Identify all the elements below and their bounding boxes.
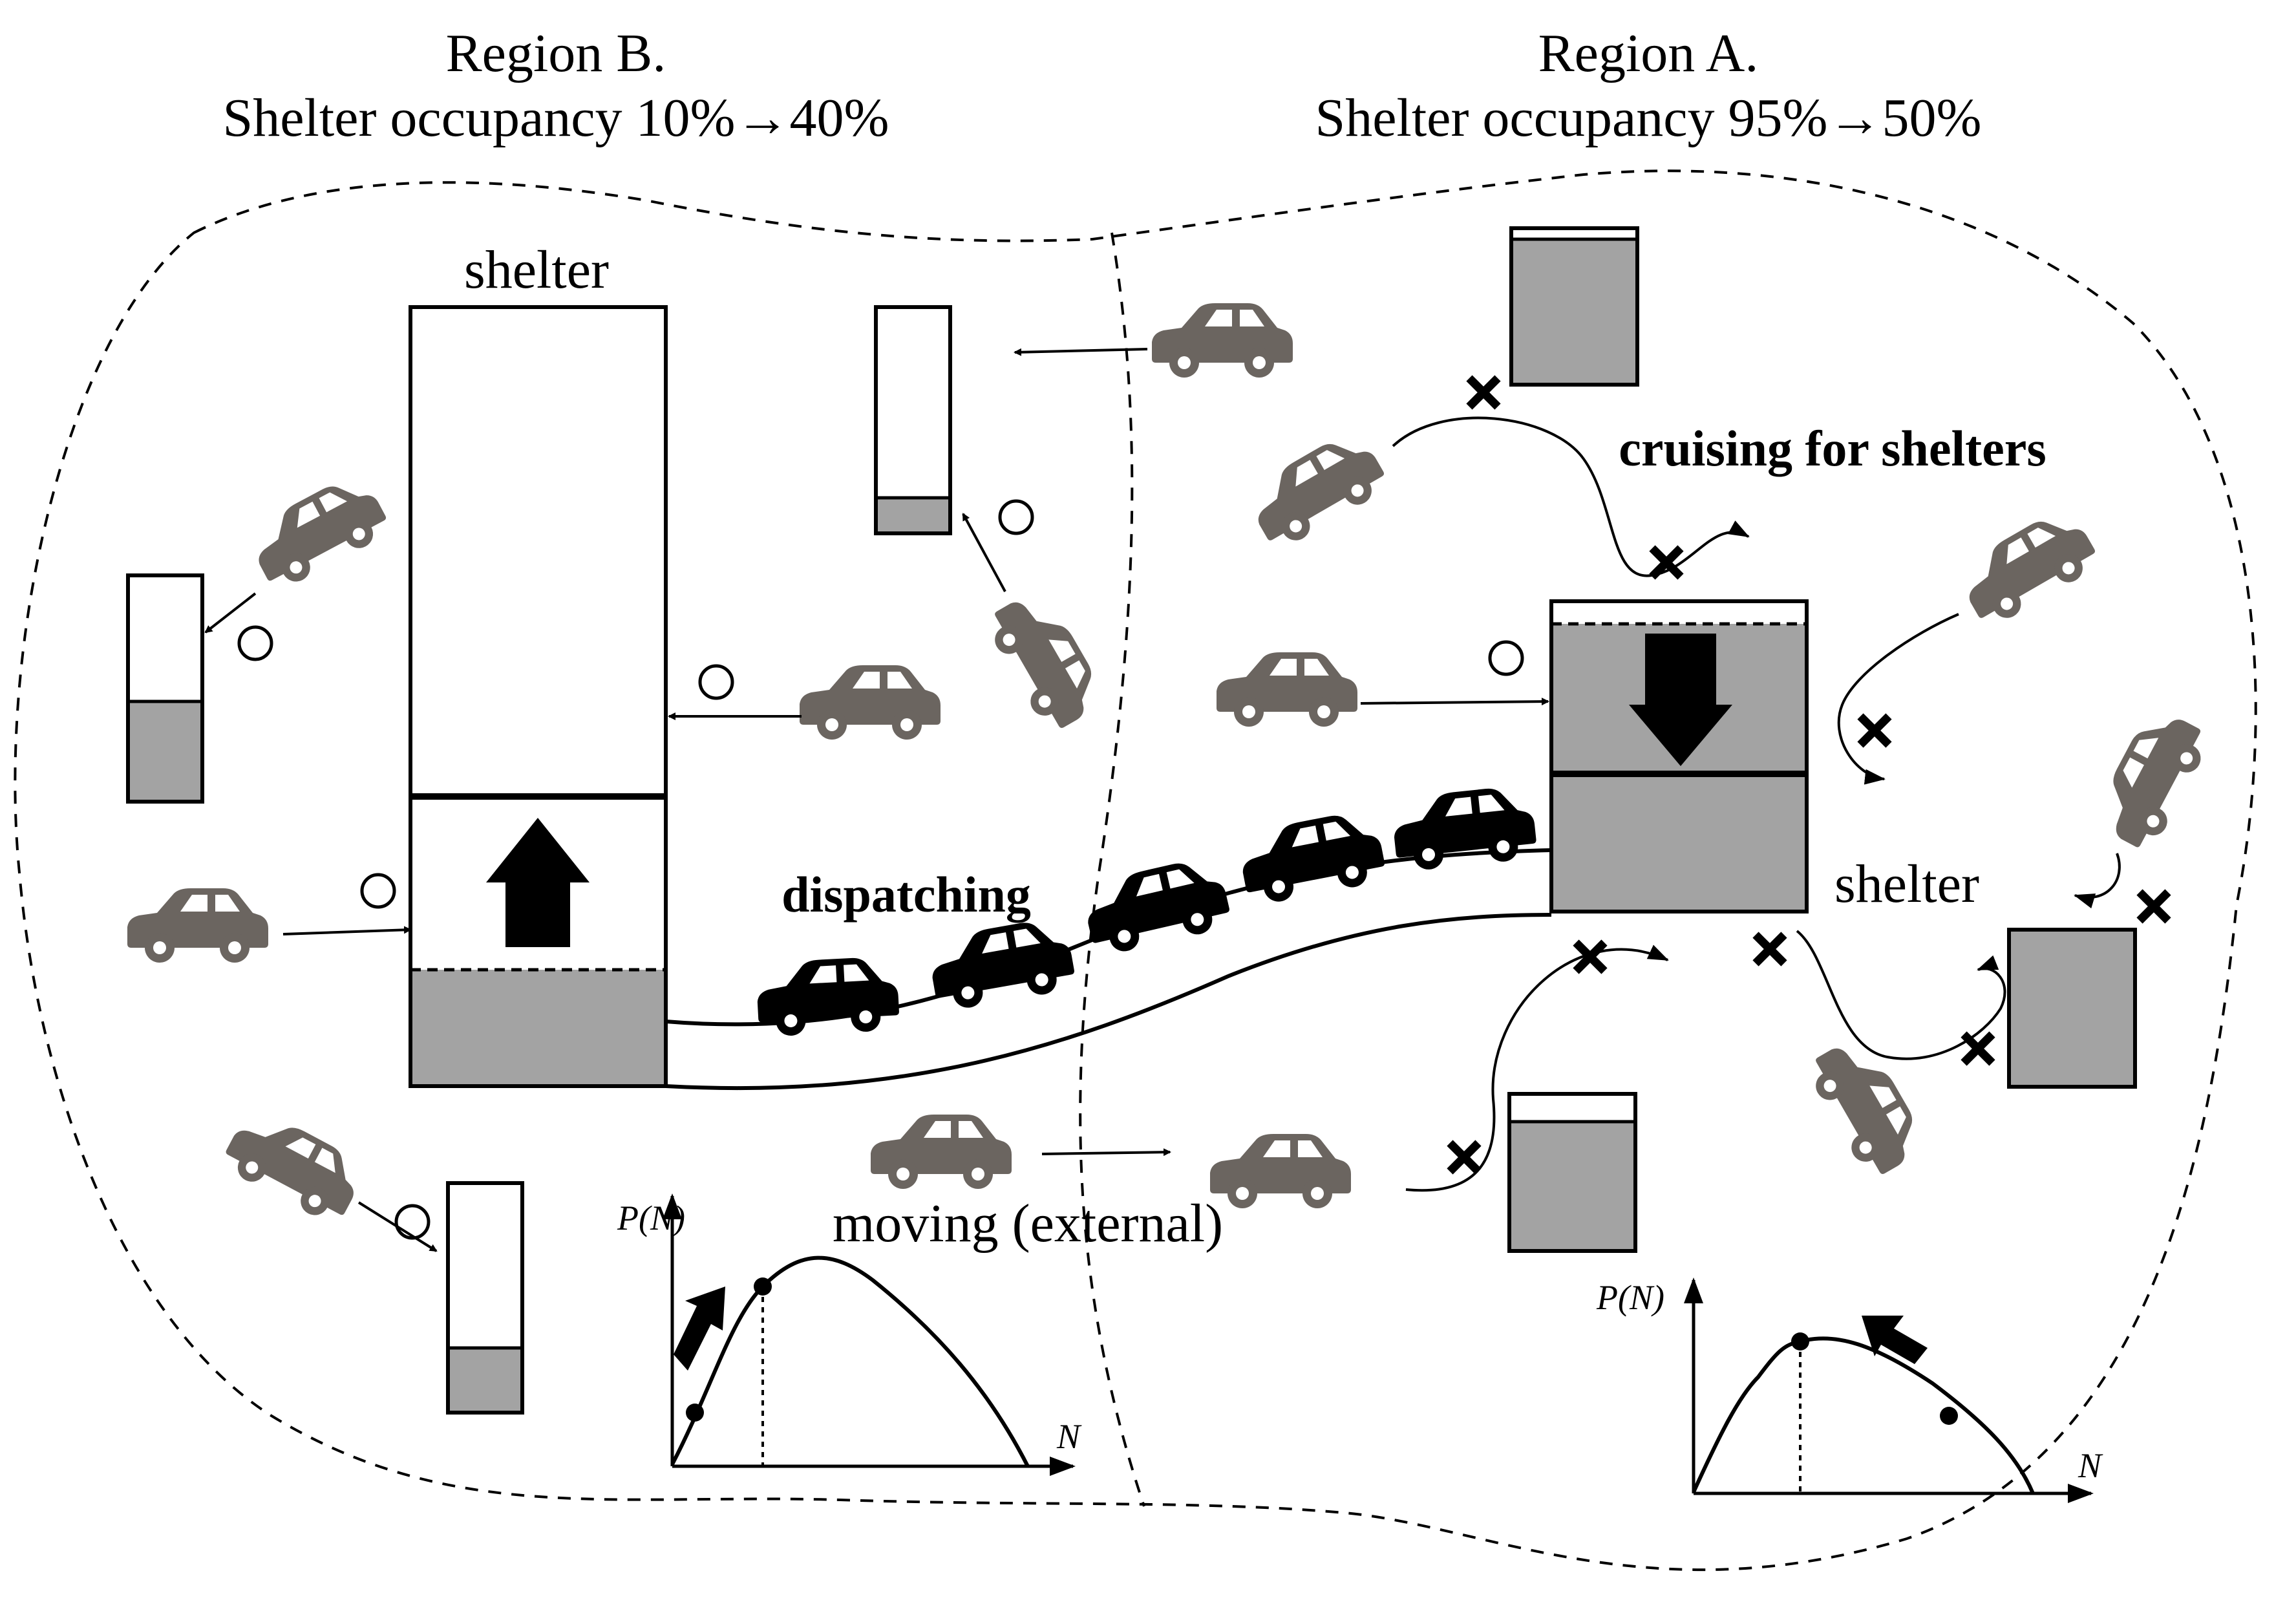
graph-b-ylabel: P(N) bbox=[617, 1199, 685, 1237]
small-shelter bbox=[2007, 928, 2137, 1089]
car-icon bbox=[1951, 503, 2103, 632]
circle-icon bbox=[237, 625, 273, 661]
shelter-a-label: shelter bbox=[1834, 854, 1979, 914]
region-b-occupancy: Shelter occupancy 10%→40% bbox=[222, 88, 889, 148]
small-shelter bbox=[874, 305, 952, 535]
arrow-up-right-icon bbox=[674, 1287, 725, 1371]
moving-label: moving (external) bbox=[833, 1193, 1223, 1254]
car-icon bbox=[871, 1115, 1012, 1189]
car-icon bbox=[2089, 703, 2215, 855]
circle-icon bbox=[394, 1204, 430, 1240]
car-icon bbox=[800, 665, 941, 740]
cruising-label: cruising for shelters bbox=[1619, 420, 2046, 476]
circle-icon bbox=[1488, 640, 1524, 676]
car-icon bbox=[1079, 853, 1234, 959]
cross-icon bbox=[1964, 1034, 1992, 1063]
circle-icon bbox=[698, 664, 734, 700]
cross-icon bbox=[1469, 378, 1498, 407]
car-icon bbox=[926, 915, 1078, 1014]
region-boundary bbox=[14, 169, 2257, 1572]
car-icon bbox=[1152, 303, 1293, 378]
region-a-title: Region A. bbox=[1538, 23, 1759, 83]
graph-a-xlabel: N bbox=[2078, 1446, 2103, 1485]
cross-icon bbox=[1450, 1143, 1478, 1171]
main-shelter-a bbox=[1549, 599, 1809, 913]
car-icon bbox=[755, 956, 900, 1038]
arrow-up-left-icon bbox=[1862, 1316, 1928, 1364]
cross-icon bbox=[1756, 935, 1784, 963]
car-icon bbox=[127, 888, 268, 963]
dispatching-label: dispatching bbox=[781, 866, 1031, 923]
small-shelter bbox=[1509, 226, 1639, 387]
shelter-b-label: shelter bbox=[464, 240, 609, 300]
road-lower bbox=[665, 913, 1552, 1091]
small-shelter bbox=[446, 1181, 524, 1415]
small-shelter bbox=[126, 573, 204, 804]
arrow-down-icon bbox=[1629, 634, 1732, 766]
circle-icon bbox=[998, 499, 1034, 535]
main-shelter-b bbox=[409, 305, 668, 1088]
graph-a-ylabel: P(N) bbox=[1596, 1278, 1664, 1317]
circle-icon bbox=[360, 873, 396, 909]
graph-region-a: P(N) N bbox=[1596, 1277, 2103, 1503]
cross-icon bbox=[1860, 716, 1889, 745]
car-icon bbox=[1217, 652, 1357, 727]
region-b-title: Region B. bbox=[446, 23, 666, 83]
small-shelter bbox=[1507, 1092, 1637, 1253]
car-icon bbox=[1210, 1134, 1351, 1208]
graph-region-b: P(N) N bbox=[617, 1193, 1082, 1476]
arrow-up-icon bbox=[486, 818, 590, 947]
car-icon bbox=[1802, 1031, 1931, 1182]
car-icon bbox=[981, 584, 1110, 736]
car-icon bbox=[1235, 807, 1388, 908]
cross-icon bbox=[2140, 892, 2168, 921]
region-a-occupancy: Shelter occupancy 95%→50% bbox=[1315, 88, 1981, 148]
car-icon bbox=[1240, 425, 1392, 554]
car-icon bbox=[218, 1103, 370, 1229]
graph-b-xlabel: N bbox=[1056, 1417, 1082, 1456]
car-icon bbox=[242, 469, 394, 595]
region-divider bbox=[1079, 232, 1145, 1507]
